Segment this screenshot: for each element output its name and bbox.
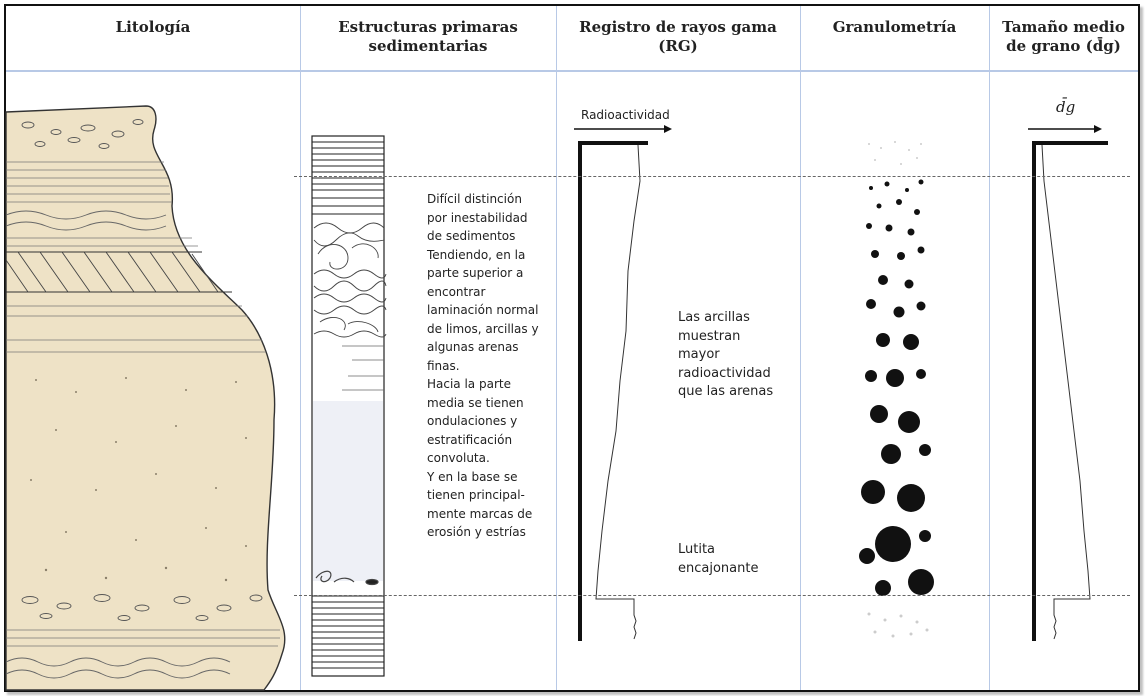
header-granulometria-text: Granulometría [832,18,957,36]
column-divider [800,6,801,690]
header-tamano-line2: de grano [1006,37,1081,55]
structures-text-line: de limos, arcillas y [427,321,539,336]
figure-frame: Litología Estructuras primaras sedimenta… [4,4,1140,692]
header-estructuras: Estructuras primaras sedimentarias [300,18,556,56]
lutita-label-line: Lutita [678,542,716,557]
structures-text-line: media se tienen [427,395,524,410]
structures-text-line: parte superior a [427,266,524,280]
header-registro: Registro de rayos gama (RG) [556,18,800,56]
header-litologia-text: Litología [115,18,191,36]
structures-text-line: ondulaciones y [427,414,518,428]
header-tamano-symbol: (d̄g) [1085,37,1121,55]
grain-size-log [1028,125,1108,641]
gamma-ray-log [574,125,672,641]
structures-text-line: tienen principal- [427,488,525,502]
header-registro-line1: Registro de rayos gama [579,18,777,36]
structures-text-line: de sedimentos [427,229,516,243]
top-boundary-dashed [294,176,1130,177]
lutita-label: Lutita encajonante [678,541,788,578]
structures-text-line: Difícil distinción [427,192,522,206]
sedimentary-structures-column [311,135,387,677]
arcillas-note-line: muestran [678,328,741,344]
header-litologia: Litología [6,18,300,37]
structures-text-line: encontrar [427,284,486,299]
radioactividad-label: Radioactividad [581,108,670,122]
structures-text-line: estratificación [427,432,513,447]
header-estructuras-line1: Estructuras primaras [338,18,518,36]
dg-label: d̄g [1056,98,1076,116]
header-tamano: Tamaño medio de grano (d̄g) [989,18,1138,56]
base-boundary-dashed [294,595,1130,596]
structures-text-line: algunas arenas [427,340,519,354]
lutita-label-line: encajonante [678,560,759,576]
header-row [6,6,1138,72]
arcillas-note-line: radioactividad [678,365,771,381]
arrow-head-icon [664,125,672,133]
arcillas-note-line: que las arenas [678,384,774,399]
lithology-column [5,105,286,691]
granulometry-column [859,141,934,638]
column-divider [556,6,557,690]
structures-description: Difícil distinción por inestabilidad de … [427,190,557,542]
header-registro-line2: (RG) [658,37,698,55]
arcillas-note-line: mayor [678,347,720,362]
arcillas-note-line: Las arcillas [678,310,750,325]
structures-text-line: laminación normal [427,303,539,317]
arrow-head-icon [1094,125,1102,133]
structures-text-line: Y en la base se [427,469,518,484]
structures-text-line: mente marcas de [427,506,533,521]
arcillas-note: Las arcillas muestran mayor radioactivid… [678,309,798,402]
structures-text-line: Tendiendo, en la [427,247,526,262]
column-divider [989,6,990,690]
structures-text-line: erosión y estrías [427,525,526,539]
structures-text-line: Hacia la parte [427,377,511,391]
column-divider [300,6,301,690]
structures-text-line: por inestabilidad [427,210,528,225]
header-tamano-line1: Tamaño medio [1002,18,1125,36]
header-granulometria: Granulometría [800,18,989,37]
structures-text-line: finas. [427,358,460,373]
structures-text-line: convoluta. [427,451,490,465]
header-estructuras-line2: sedimentarias [368,37,488,55]
